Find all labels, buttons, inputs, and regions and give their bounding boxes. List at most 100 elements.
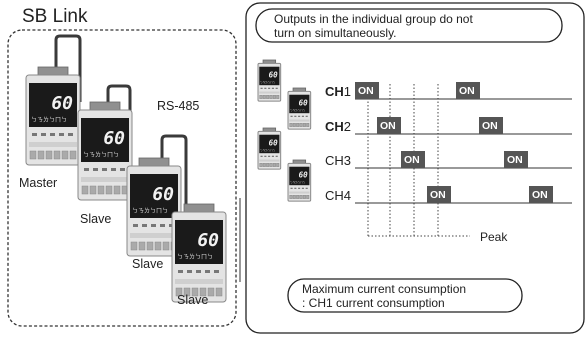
button-icon <box>305 187 308 189</box>
button-icon <box>41 133 46 136</box>
peak-label: Peak <box>480 230 508 244</box>
on-pulse <box>401 151 425 168</box>
note-top-line-2: turn on simultaneously. <box>274 26 397 40</box>
unit-label-slave-3: Slave <box>177 293 208 307</box>
on-pulse-label: ON <box>532 189 548 201</box>
terminal-icon <box>215 287 223 297</box>
on-pulse <box>355 82 379 99</box>
display-subvalue: ㄅㄋㄌㄅㄇㄅ <box>260 148 276 152</box>
on-pulse <box>504 151 528 168</box>
button-icon <box>111 168 116 171</box>
button-icon <box>142 224 147 227</box>
button-icon <box>271 87 274 89</box>
terminal-icon <box>266 163 270 167</box>
note-top-box <box>255 8 563 43</box>
bus-label: RS-485 <box>157 99 199 113</box>
on-pulse-label: ON <box>507 154 523 166</box>
button-icon <box>301 187 304 189</box>
display-screen <box>289 166 310 186</box>
sb-link-panel: SB Link RS-485 60ㄅㄋㄌㄅㄇㄅ60ㄅㄋㄌㄅㄇㄅ60ㄅㄋㄌㄅㄇㄅ6… <box>7 6 237 327</box>
terminal-icon <box>207 287 215 297</box>
on-pulse-label: ON <box>404 154 420 166</box>
channel-label: CH2 <box>325 119 351 134</box>
button-icon <box>50 133 55 136</box>
on-pulse <box>529 186 553 203</box>
cable-master-slave1 <box>54 34 82 102</box>
terminal-icon <box>97 185 105 195</box>
terminal-icon <box>262 163 266 167</box>
unit-label-master: Master <box>19 176 57 190</box>
button-icon <box>205 270 210 273</box>
channel-3: CH3 ON ON <box>325 151 572 169</box>
display-subvalue: ㄅㄋㄌㄅㄇㄅ <box>260 80 276 84</box>
button-icon <box>305 115 308 117</box>
display-subvalue: ㄅㄋㄌㄅㄇㄅ <box>290 180 306 184</box>
terminal-icon <box>272 95 276 99</box>
channel-label: CH3 <box>325 153 351 168</box>
button-icon <box>32 133 37 136</box>
terminal-icon <box>296 123 300 127</box>
note-bottom-line-2: : CH1 current consumption <box>302 296 445 310</box>
terminal-icon <box>53 150 61 160</box>
label-strip <box>29 142 77 147</box>
button-icon <box>271 155 274 157</box>
terminal-icon <box>269 163 273 167</box>
button-icon <box>160 224 165 227</box>
label-strip <box>130 233 178 238</box>
on-pulse-label: ON <box>358 85 374 97</box>
button-icon <box>260 87 263 89</box>
display-value: 60 <box>269 139 279 148</box>
display-value: 60 <box>299 99 309 108</box>
terminal-icon <box>266 95 270 99</box>
button-icon <box>268 87 271 89</box>
button-icon <box>260 155 263 157</box>
button-icon <box>268 155 271 157</box>
channel-label: CH1 <box>325 84 351 99</box>
display-value: 60 <box>51 93 73 114</box>
panel-title: SB Link <box>22 6 88 27</box>
button-icon <box>298 115 301 117</box>
terminal-icon <box>199 287 207 297</box>
terminal-icon <box>289 195 293 199</box>
terminal-icon <box>105 185 113 195</box>
terminal-icon <box>302 195 306 199</box>
on-pulse-label: ON <box>380 120 396 132</box>
channel-2: CH2 ON ON <box>325 117 572 135</box>
on-pulse-label: ON <box>459 85 475 97</box>
button-icon <box>84 168 89 171</box>
note-top-line-1: Outputs in the individual group do not <box>274 12 473 26</box>
terminal-icon <box>45 150 53 160</box>
note-bottom-line-1: Maximum current consumption <box>302 282 466 296</box>
rs485-cables <box>54 34 188 204</box>
link-group-border <box>7 29 237 327</box>
unit-label-slave-1: Slave <box>80 212 111 226</box>
label-strip <box>289 191 310 194</box>
cable-slave2-slave3 <box>160 134 188 204</box>
terminal-icon <box>299 195 303 199</box>
on-pulse-label: ON <box>482 120 498 132</box>
terminal-icon <box>29 150 37 160</box>
terminal-icon <box>306 195 310 199</box>
label-strip <box>259 91 280 94</box>
button-icon <box>93 168 98 171</box>
channel-label: CH4 <box>325 188 351 203</box>
button-icon <box>151 224 156 227</box>
label-strip <box>259 159 280 162</box>
timing-panel-border <box>245 2 585 334</box>
button-icon <box>187 270 192 273</box>
display-screen <box>81 118 129 162</box>
cable-slave1-slave2 <box>106 84 132 158</box>
button-icon <box>294 115 297 117</box>
terminal-icon <box>272 163 276 167</box>
on-pulse <box>377 117 401 134</box>
display-value: 60 <box>299 171 309 180</box>
terminal-icon <box>299 123 303 127</box>
